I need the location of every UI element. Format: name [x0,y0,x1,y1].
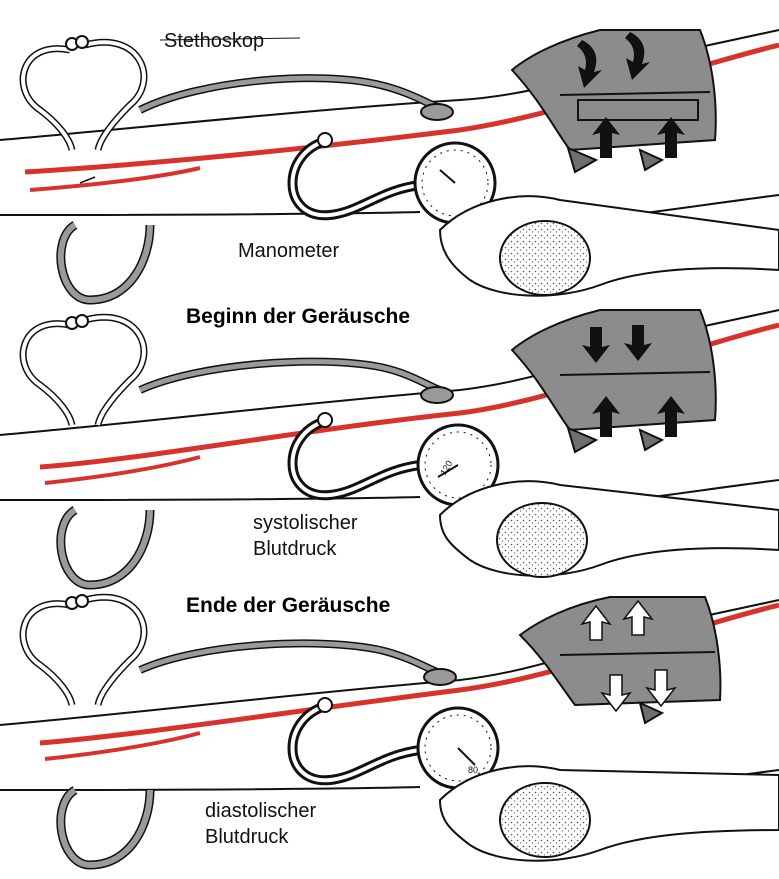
diastolic-label-line1: diastolischer [205,800,316,822]
manometer: 120 [293,413,499,505]
gauge-reading: 80 [468,765,478,775]
manometer [293,133,496,223]
hand-and-bulb [440,481,779,577]
manometer-label: Manometer [238,240,339,262]
stethoscope-label: Stethoskop [164,30,264,52]
diastolic-label-line2: Blutdruck [205,826,288,848]
hand-and-bulb [440,766,779,860]
panel-2: 120 [0,310,779,585]
stethoscope [23,315,453,585]
heading-end-sounds: Ende der Geräusche [186,594,390,618]
stethoscope [23,595,456,865]
manometer: 80 [293,698,499,788]
systolic-label-line2: Blutdruck [253,538,336,560]
panel-3: 80 [0,595,779,865]
cuff [512,310,716,452]
panel-1 [0,30,779,300]
heading-begin-sounds: Beginn der Geräusche [186,305,410,329]
cuff [512,30,716,172]
hand-and-bulb [440,196,779,295]
systolic-label-line1: systolischer [253,512,357,534]
